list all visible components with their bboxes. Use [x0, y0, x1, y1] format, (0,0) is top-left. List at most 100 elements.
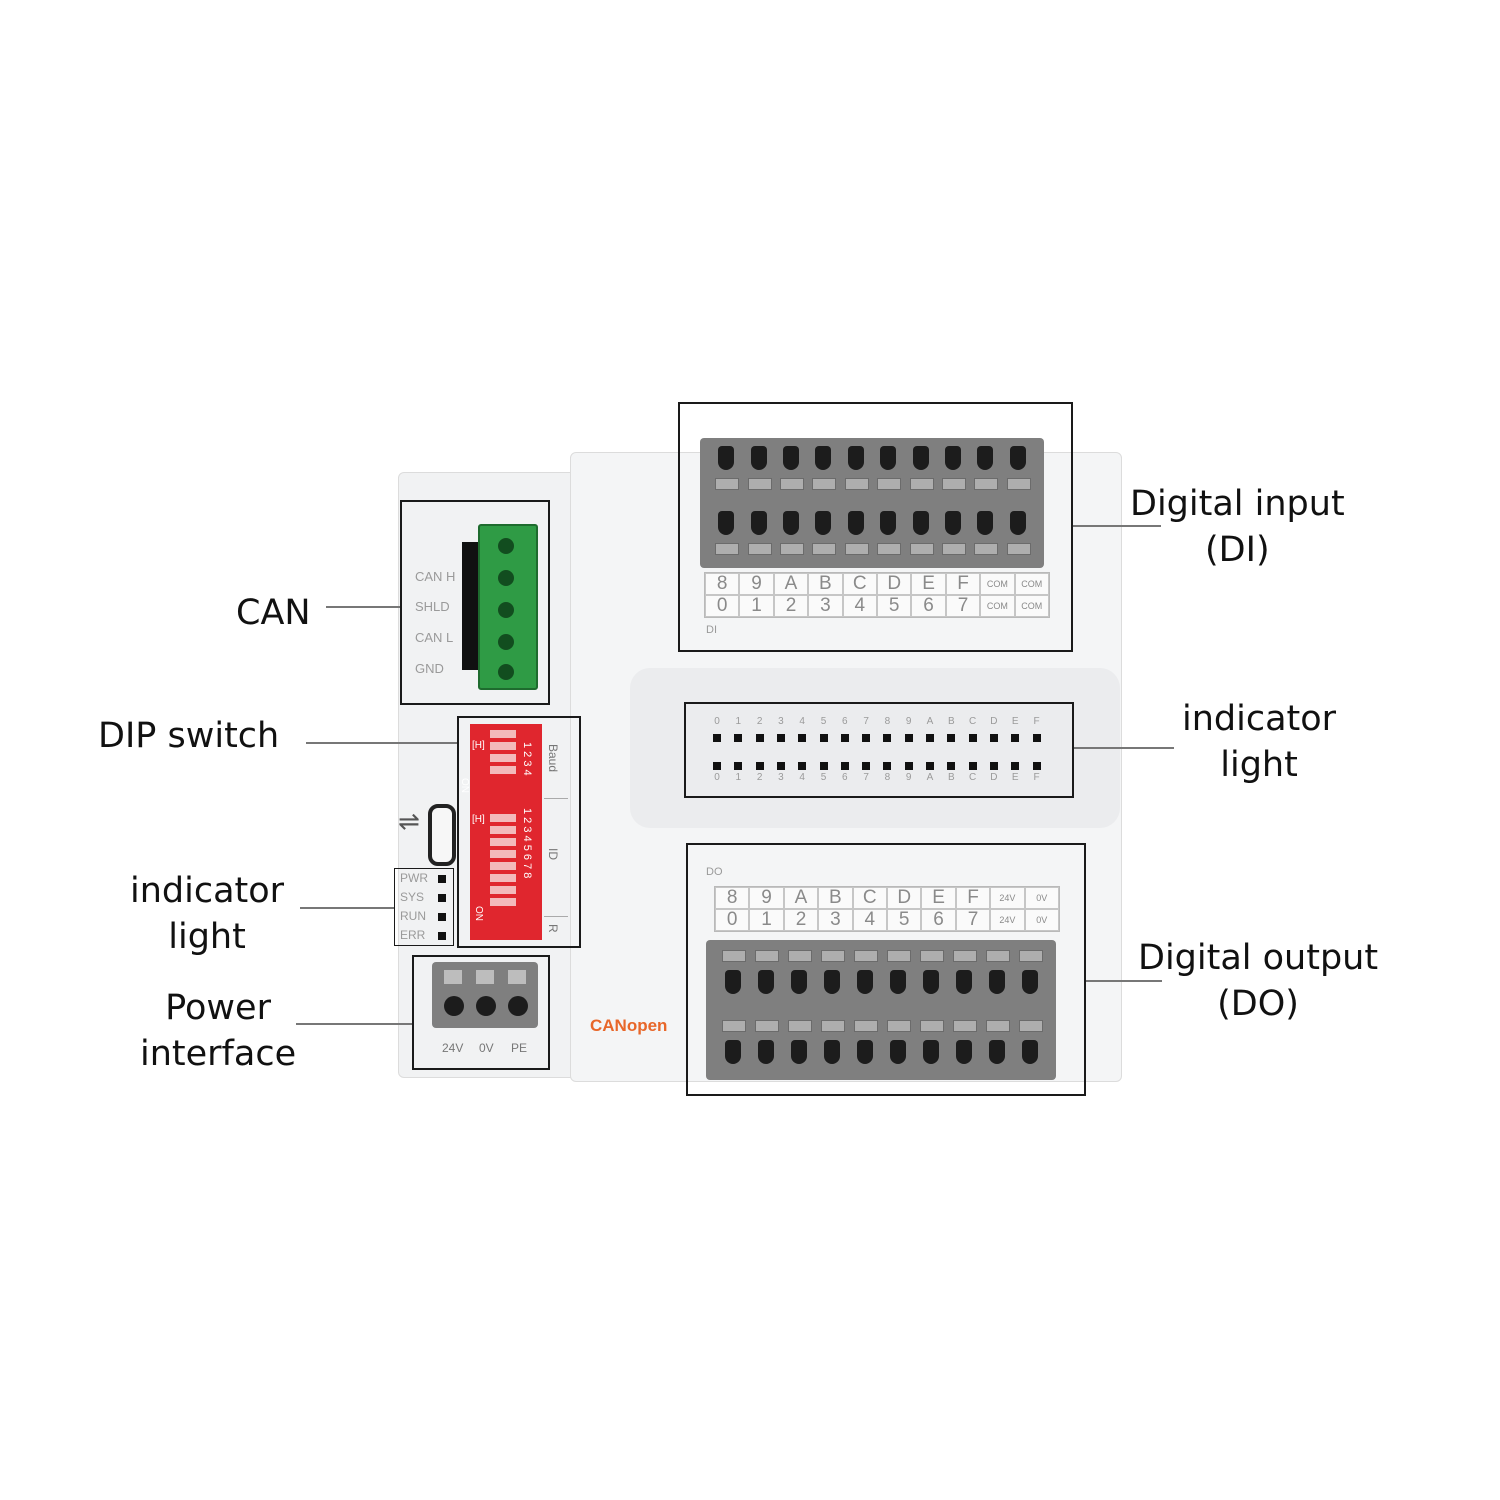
terminal-slot[interactable] — [724, 1040, 741, 1064]
terminal-lever[interactable] — [747, 478, 772, 490]
terminal-lever[interactable] — [853, 950, 878, 962]
do-terminal-block[interactable] — [706, 940, 1056, 1080]
terminal-slot[interactable] — [718, 511, 735, 535]
dip-divider — [544, 798, 568, 799]
do-led — [883, 762, 892, 770]
dip-id-numbers: 1 2 3 4 5 6 7 8 — [521, 808, 533, 879]
terminal-slot[interactable] — [977, 511, 994, 535]
terminal-lever[interactable] — [853, 1020, 878, 1032]
terminal-slot[interactable] — [988, 1040, 1005, 1064]
terminal-lever[interactable] — [1018, 950, 1043, 962]
terminal-lever[interactable] — [1018, 1020, 1043, 1032]
terminal-lever[interactable] — [1006, 543, 1031, 555]
terminal-lever[interactable] — [985, 950, 1010, 962]
terminal-slot[interactable] — [823, 970, 840, 994]
terminal-lever[interactable] — [919, 1020, 944, 1032]
terminal-lever[interactable] — [780, 478, 804, 490]
di-terminal-block[interactable] — [700, 438, 1044, 568]
terminal-slot[interactable] — [912, 446, 929, 470]
terminal-lever[interactable] — [952, 950, 977, 962]
terminal-lever[interactable] — [715, 478, 740, 490]
di-led — [926, 734, 934, 742]
terminal-lever[interactable] — [877, 543, 902, 555]
terminal-slot[interactable] — [718, 446, 735, 470]
terminal-slot[interactable] — [790, 1040, 807, 1064]
terminal-slot[interactable] — [815, 511, 832, 535]
terminal-lever[interactable] — [942, 543, 966, 555]
terminal-lever[interactable] — [1006, 478, 1031, 490]
terminal-slot[interactable] — [847, 446, 864, 470]
terminal-slot[interactable] — [847, 511, 864, 535]
terminal-slot[interactable] — [880, 511, 897, 535]
terminal-lever[interactable] — [820, 950, 845, 962]
terminal-slot[interactable] — [922, 1040, 939, 1064]
terminal-lever[interactable] — [952, 1020, 977, 1032]
terminal-lever[interactable] — [844, 543, 869, 555]
terminal-lever[interactable] — [754, 950, 779, 962]
can-terminal-block[interactable] — [478, 524, 538, 690]
terminal-slot[interactable] — [889, 970, 906, 994]
terminal-slot[interactable] — [856, 1040, 873, 1064]
terminal-lever[interactable] — [877, 478, 902, 490]
callout-line: light — [168, 917, 246, 957]
terminal-slot[interactable] — [977, 446, 994, 470]
terminal-slot[interactable] — [750, 446, 767, 470]
terminal-lever[interactable] — [812, 478, 837, 490]
terminal-slot[interactable] — [856, 970, 873, 994]
leader-indicator-left — [300, 907, 394, 909]
terminal-lever[interactable] — [715, 543, 740, 555]
terminal-lever[interactable] — [942, 478, 966, 490]
terminal-lever[interactable] — [886, 950, 911, 962]
terminal-lever[interactable] — [974, 543, 999, 555]
terminal-lever[interactable] — [820, 1020, 845, 1032]
terminal-lever[interactable] — [812, 543, 837, 555]
terminal-slot[interactable] — [955, 970, 972, 994]
terminal-slot[interactable] — [945, 446, 961, 470]
power-terminal-block[interactable] — [432, 962, 538, 1028]
usb-c-port[interactable] — [428, 804, 456, 866]
di-pin-label: C — [842, 573, 877, 595]
terminal-slot[interactable] — [912, 511, 929, 535]
terminal-slot[interactable] — [815, 446, 832, 470]
terminal-slot[interactable] — [1009, 511, 1026, 535]
terminal-lever[interactable] — [780, 543, 804, 555]
terminal-lever[interactable] — [909, 543, 934, 555]
terminal-slot[interactable] — [1009, 446, 1026, 470]
terminal-slot[interactable] — [880, 446, 897, 470]
do-led — [1032, 762, 1041, 770]
do-led — [926, 762, 934, 770]
di-led — [776, 734, 785, 742]
power-interface-frame — [412, 955, 550, 1070]
terminal-slot[interactable] — [945, 511, 961, 535]
terminal-slot[interactable] — [724, 970, 741, 994]
terminal-lever[interactable] — [754, 1020, 779, 1032]
terminal-slot[interactable] — [757, 970, 774, 994]
terminal-slot[interactable] — [783, 511, 799, 535]
terminal-lever[interactable] — [721, 1020, 746, 1032]
terminal-slot[interactable] — [750, 511, 767, 535]
di-pin-label: COM — [980, 595, 1015, 617]
dip-switch-frame — [457, 716, 581, 948]
terminal-lever[interactable] — [919, 950, 944, 962]
terminal-slot[interactable] — [1021, 970, 1038, 994]
terminal-slot[interactable] — [783, 446, 799, 470]
terminal-lever[interactable] — [985, 1020, 1010, 1032]
terminal-slot[interactable] — [823, 1040, 840, 1064]
terminal-lever[interactable] — [721, 950, 746, 962]
terminal-slot[interactable] — [1021, 1040, 1038, 1064]
terminal-slot[interactable] — [922, 970, 939, 994]
terminal-slot[interactable] — [988, 970, 1005, 994]
terminal-lever[interactable] — [974, 478, 999, 490]
led-index-label: 8 — [884, 716, 891, 727]
di-pin-label: 9 — [739, 573, 774, 595]
terminal-lever[interactable] — [787, 1020, 812, 1032]
terminal-lever[interactable] — [787, 950, 812, 962]
terminal-lever[interactable] — [909, 478, 934, 490]
terminal-lever[interactable] — [844, 478, 869, 490]
terminal-slot[interactable] — [955, 1040, 972, 1064]
terminal-slot[interactable] — [889, 1040, 906, 1064]
terminal-lever[interactable] — [747, 543, 772, 555]
terminal-lever[interactable] — [886, 1020, 911, 1032]
terminal-slot[interactable] — [757, 1040, 774, 1064]
terminal-slot[interactable] — [790, 970, 807, 994]
